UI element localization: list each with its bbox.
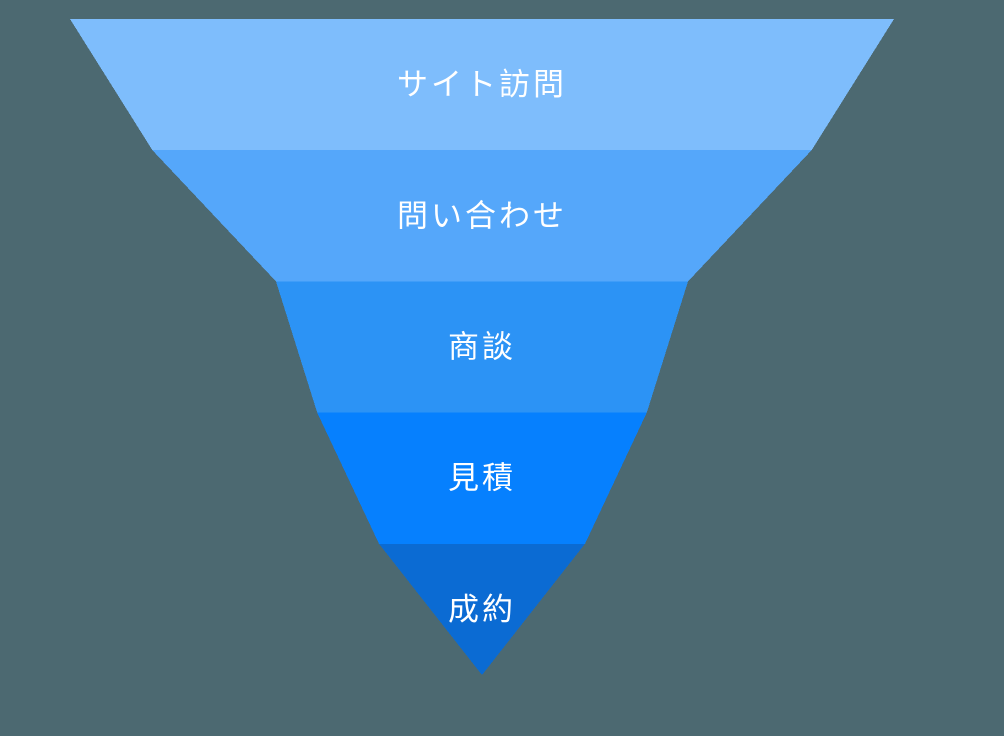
funnel-segment-1 xyxy=(70,19,894,151)
funnel-segment-4 xyxy=(317,412,647,544)
funnel-segment-label-1: サイト訪問 xyxy=(397,67,567,102)
funnel-segment-label-4: 見積 xyxy=(448,461,516,496)
funnel-segment-label-3: 商談 xyxy=(448,330,516,365)
funnel-segment-5 xyxy=(379,543,585,675)
funnel-segment-3 xyxy=(276,281,688,413)
funnel-segment-label-2: 問い合わせ xyxy=(397,198,567,233)
funnel-segment-2 xyxy=(152,150,812,282)
funnel-segment-label-5: 成約 xyxy=(448,592,516,627)
